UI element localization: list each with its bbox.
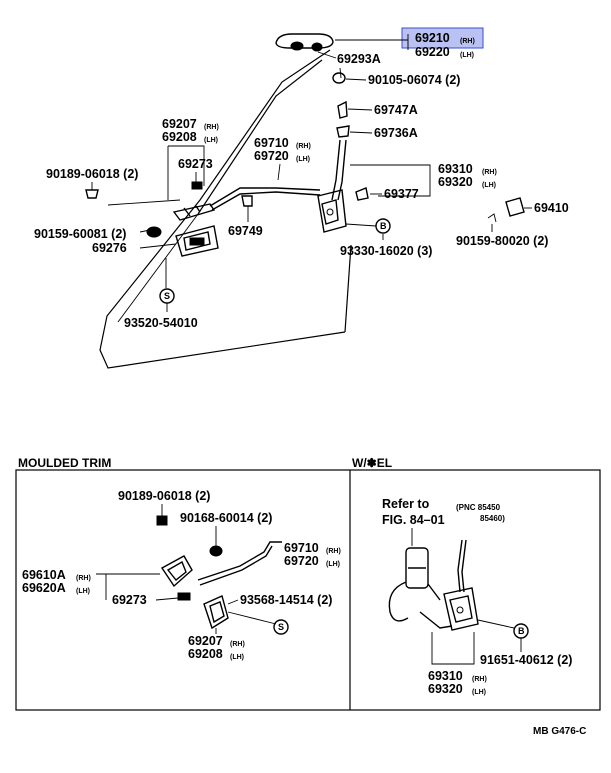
- wel-label-69320-suffix: (LH): [472, 689, 486, 696]
- label-69207-suffix: (RH): [204, 124, 219, 131]
- door-outline: [99, 49, 352, 369]
- label-69310: 69310: [438, 162, 473, 176]
- wel-label-91651: 91651-40612 (2): [480, 653, 572, 667]
- label-69293A: 69293A: [337, 52, 381, 66]
- label-69276: 69276: [92, 241, 127, 255]
- mt-rod-assembly: [197, 541, 282, 586]
- label-69710: 69710: [254, 136, 289, 150]
- label-69220-suffix: (LH): [460, 52, 474, 59]
- label-69207: 69207: [162, 117, 197, 131]
- wel-label-69320: 69320: [428, 682, 463, 696]
- label-69320: 69320: [438, 175, 473, 189]
- screw-icon: [85, 189, 99, 199]
- clip-69273: [191, 181, 203, 190]
- label-69273: 69273: [178, 157, 213, 171]
- mt-label-69710-suffix: (RH): [326, 548, 341, 555]
- mt-label-90189: 90189-06018 (2): [118, 489, 210, 503]
- mt-label-69208-suffix: (LH): [230, 654, 244, 661]
- s-marker-label: S: [164, 291, 170, 301]
- mt-label-69710: 69710: [284, 541, 319, 555]
- label-90189: 90189-06018 (2): [46, 167, 138, 181]
- inside-handle-assembly: [172, 187, 321, 221]
- mt-label-69720: 69720: [284, 554, 319, 568]
- wel-actuator-assembly: [388, 539, 479, 631]
- mt-label-69610A-suffix: (RH): [76, 575, 91, 582]
- mt-s-marker: [273, 619, 289, 635]
- highlight-69210: [401, 27, 484, 49]
- wel-fig: FIG. 84–01: [382, 513, 445, 527]
- label-69710-suffix: (RH): [296, 143, 311, 150]
- label-69210-suffix: (RH): [460, 38, 475, 45]
- b-marker-label: B: [380, 221, 387, 231]
- clip-69749: [241, 195, 253, 207]
- clip-69377: [355, 187, 369, 201]
- label-69220: 69220: [415, 45, 450, 59]
- mt-label-69610A: 69610A: [22, 568, 66, 582]
- mt-label-69208: 69208: [188, 647, 223, 661]
- label-93330: 93330-16020 (3): [340, 244, 432, 258]
- mt-label-69720-suffix: (LH): [326, 561, 340, 568]
- label-90159-80020: 90159-80020 (2): [456, 234, 548, 248]
- wel-refer-to: Refer to: [382, 497, 430, 511]
- mt-handle-cup: [203, 595, 229, 630]
- mt-inside-handle: [160, 555, 193, 588]
- striker-69410: [505, 197, 525, 217]
- clip-69736A: [336, 125, 350, 138]
- label-69210: 69210: [415, 31, 450, 45]
- mt-s-marker-label: S: [278, 622, 284, 632]
- label-69747A: 69747A: [374, 103, 418, 117]
- w-el-title: W/✽EL: [352, 456, 392, 470]
- clip-69747A: [337, 100, 348, 119]
- bezel-69276: [175, 225, 219, 257]
- label-69720-suffix: (LH): [296, 156, 310, 163]
- wel-b-marker-label: B: [518, 626, 525, 636]
- bolt-icon: [146, 226, 162, 238]
- label-69377: 69377: [384, 187, 419, 201]
- wel-label-69310: 69310: [428, 669, 463, 683]
- mt-label-69273: 69273: [112, 593, 147, 607]
- bolt-icon: [332, 72, 346, 84]
- label-69208-suffix: (LH): [204, 137, 218, 144]
- mt-label-69620A: 69620A: [22, 581, 66, 595]
- detail-panel-frame: [15, 469, 601, 711]
- label-69749: 69749: [228, 224, 263, 238]
- mt-bolt-icon: [209, 545, 223, 557]
- label-69310-suffix: (RH): [482, 169, 497, 176]
- wel-pnc: (PNC 85450: [456, 503, 501, 512]
- diagram-code: MB G476-C: [533, 726, 586, 737]
- label-69410: 69410: [534, 201, 569, 215]
- wel-label-69310-suffix: (RH): [472, 676, 487, 683]
- mt-label-90168: 90168-60014 (2): [180, 511, 272, 525]
- mt-screw-icon: [156, 515, 168, 526]
- label-90105: 90105-06074 (2): [368, 73, 460, 87]
- wel-pnc2: 85460): [480, 514, 505, 523]
- mt-label-69207: 69207: [188, 634, 223, 648]
- mt-label-93568: 93568-14514 (2): [240, 593, 332, 607]
- door-lock-assembly: [317, 139, 347, 233]
- label-93520: 93520-54010: [124, 316, 198, 330]
- mt-clip-69273: [177, 592, 191, 601]
- moulded-trim-title: MOULDED TRIM: [18, 456, 111, 470]
- mt-label-69207-suffix: (RH): [230, 641, 245, 648]
- label-69720: 69720: [254, 149, 289, 163]
- label-69736A: 69736A: [374, 126, 418, 140]
- label-90159-60081: 90159-60081 (2): [34, 227, 126, 241]
- label-69320-suffix: (LH): [482, 182, 496, 189]
- outside-handle: [275, 33, 334, 52]
- mt-label-69620A-suffix: (LH): [76, 588, 90, 595]
- label-69208: 69208: [162, 130, 197, 144]
